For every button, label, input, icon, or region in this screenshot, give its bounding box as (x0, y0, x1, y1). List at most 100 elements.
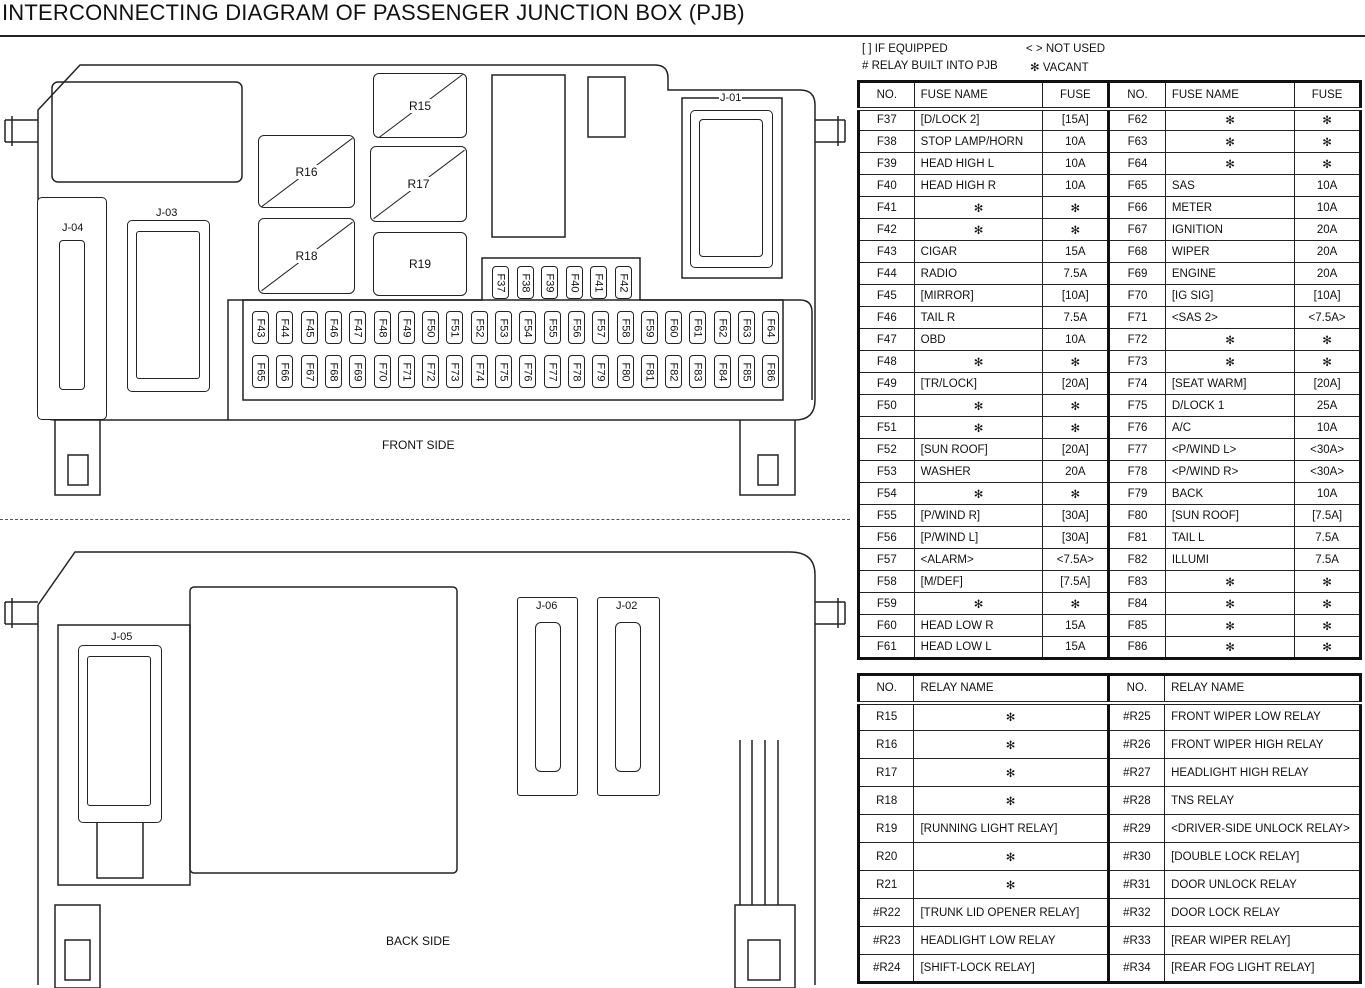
table-cell: F61 (858, 636, 915, 659)
table-cell: 10A (1294, 482, 1361, 505)
table-cell: F73 (1107, 350, 1166, 373)
table-cell: 10A (1042, 130, 1110, 153)
table-cell: F77 (1107, 438, 1166, 461)
table-cell: ✻ (1294, 592, 1361, 615)
fuse-label: F61 (691, 318, 704, 337)
table-cell: F80 (1107, 504, 1166, 527)
fuse-label: F45 (303, 318, 316, 337)
table-cell: HEAD LOW R (913, 614, 1044, 637)
table-cell: F47 (858, 328, 915, 351)
connector-j03 (127, 220, 210, 392)
fuse-label: F54 (521, 318, 534, 337)
table-cell: #R24 (857, 954, 915, 983)
fuse-slot: F48 (373, 311, 391, 344)
table-cell: [30A] (1042, 526, 1110, 549)
table-cell: [D/LOCK 2] (913, 108, 1044, 131)
connector-j06-label: J-06 (535, 600, 559, 612)
table-cell: R15 (857, 702, 915, 731)
legend-if-equipped: [ ] IF EQUIPPED (862, 43, 948, 55)
fuse-label: F81 (643, 362, 656, 381)
legend-not-used: < > NOT USED (1026, 43, 1106, 55)
table-cell: 15A (1042, 636, 1110, 659)
table-cell: F41 (858, 196, 915, 219)
fuse-slot: F45 (300, 311, 318, 344)
fuse-label: F62 (716, 318, 729, 337)
table-cell: <30A> (1294, 438, 1361, 461)
fuse-slot: F53 (495, 311, 512, 344)
table-cell: ✻ (913, 702, 1109, 731)
connector-j05-label: J-05 (110, 631, 134, 643)
table-cell: F64 (1107, 152, 1166, 175)
table-cell: 7.5A (1294, 526, 1361, 549)
table-cell: FRONT WIPER HIGH RELAY (1164, 730, 1361, 759)
table-cell: ✻ (913, 758, 1109, 787)
fuse-label: F86 (764, 362, 777, 381)
fuse-label: F46 (327, 318, 340, 337)
fuse-slot: F69 (349, 355, 367, 388)
table-cell: ✻ (913, 482, 1044, 505)
table-cell: <P/WIND R> (1164, 460, 1296, 483)
fuse-slot: F61 (689, 311, 707, 344)
table-cell: ✻ (1042, 350, 1110, 373)
table-cell: [MIRROR] (913, 284, 1044, 307)
table-row: F52[SUN ROOF][20A]F77<P/WIND L><30A> (858, 438, 1361, 461)
table-cell: 25A (1294, 394, 1361, 417)
table-cell: ILLUMI (1164, 548, 1296, 571)
fuse-label: F83 (691, 362, 704, 381)
table-cell: [20A] (1294, 372, 1361, 395)
table-cell: DOOR UNLOCK RELAY (1164, 870, 1361, 899)
fuse-label: F75 (497, 362, 510, 381)
fuse-label: F38 (519, 273, 531, 292)
table-cell: #R29 (1106, 814, 1166, 843)
relay-r17: R17 (370, 146, 467, 222)
table-cell: [SHIFT-LOCK RELAY] (913, 954, 1109, 983)
table-cell: [30A] (1042, 504, 1110, 527)
table-cell: RADIO (913, 262, 1044, 285)
fuse-label: F55 (546, 318, 559, 337)
table-cell: [M/DEF] (913, 570, 1044, 593)
table-cell: F84 (1107, 592, 1166, 615)
table-cell: ✻ (913, 870, 1109, 899)
table-cell: ✻ (1164, 108, 1296, 131)
table-cell: 10A (1042, 152, 1110, 175)
table-cell: F52 (858, 438, 915, 461)
fuse-slot: F68 (324, 355, 342, 388)
table-cell: ✻ (913, 350, 1044, 373)
fuse-label: F59 (643, 318, 656, 337)
table-cell: #R31 (1106, 870, 1166, 899)
relay-label: R15 (407, 98, 432, 113)
table-cell: [7.5A] (1294, 504, 1361, 527)
fuse-label: F43 (254, 318, 267, 337)
table-cell: ✻ (1294, 328, 1361, 351)
fuse-slot: F66 (276, 355, 294, 388)
table-cell: F70 (1107, 284, 1166, 307)
fuse-slot: F84 (713, 355, 731, 388)
table-cell: ✻ (1164, 130, 1296, 153)
table-cell: R18 (857, 786, 915, 815)
table-cell: F85 (1107, 614, 1166, 637)
table-row: F49[TR/LOCK][20A]F74[SEAT WARM][20A] (858, 372, 1361, 395)
relay-label: R17 (406, 177, 431, 191)
table-cell: TAIL R (913, 306, 1044, 329)
fuse-slot: F72 (422, 355, 440, 388)
table-cell: ✻ (1294, 636, 1361, 659)
table-cell: 10A (1042, 328, 1110, 351)
table-cell: ✻ (1294, 130, 1361, 153)
fuse-slot: F59 (640, 311, 658, 344)
table-cell: HEADLIGHT HIGH RELAY (1164, 758, 1361, 787)
table-cell: F50 (858, 394, 915, 417)
table-cell: R20 (857, 842, 915, 871)
table-cell: F38 (858, 130, 915, 153)
table-cell: [SEAT WARM] (1164, 372, 1296, 395)
table-cell: F40 (858, 174, 915, 197)
fuse-slot: F77 (543, 355, 561, 388)
table-cell: [7.5A] (1042, 570, 1110, 593)
connector-pins (136, 231, 200, 379)
table-cell: TAIL L (1164, 526, 1296, 549)
table-row: R19[RUNNING LIGHT RELAY]#R29<DRIVER-SIDE… (857, 814, 1361, 843)
